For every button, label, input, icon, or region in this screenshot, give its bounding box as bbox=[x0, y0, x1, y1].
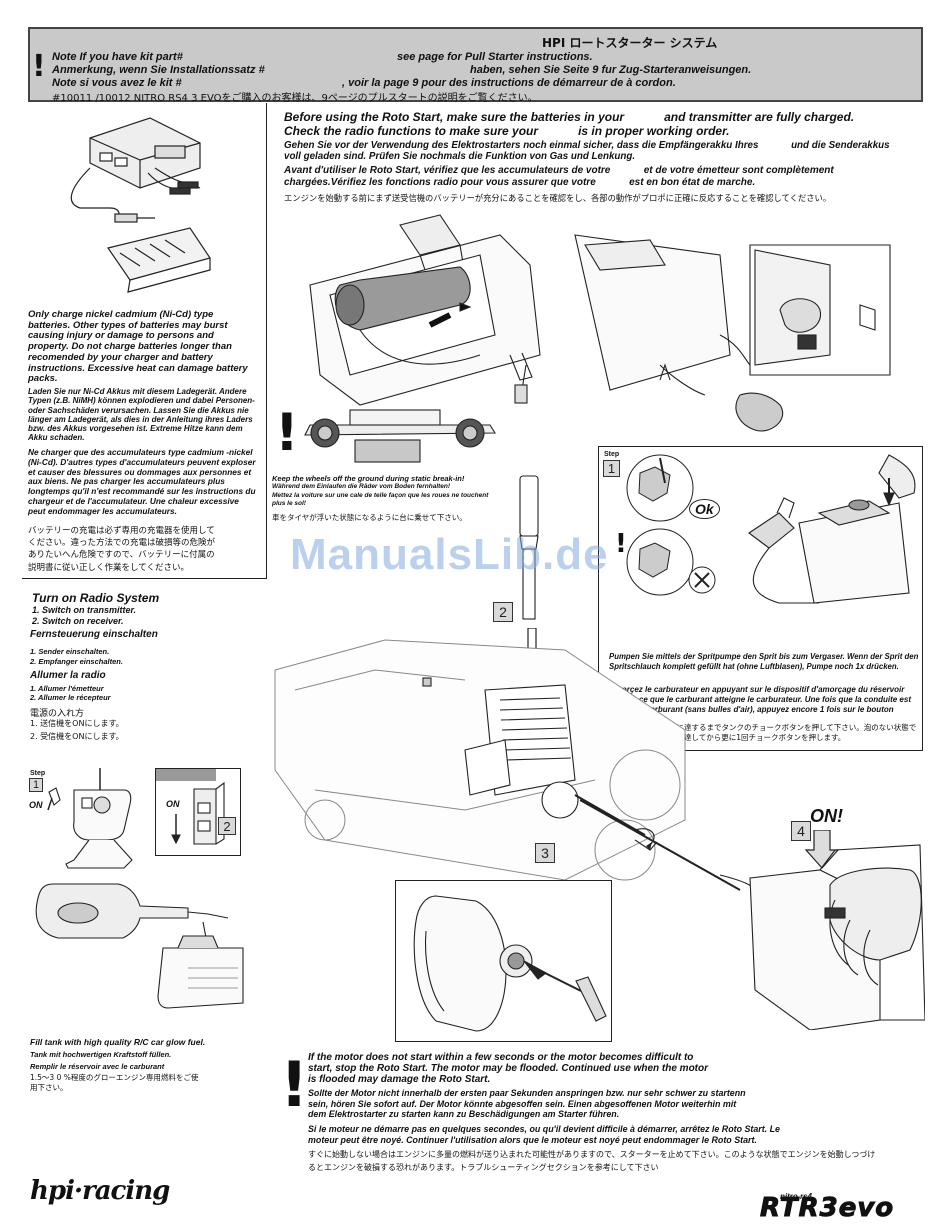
wheels-text-en: Keep the wheels off the ground during st… bbox=[272, 474, 465, 483]
primer-warning-icon: ! bbox=[615, 529, 627, 559]
step-4-badge: 4 bbox=[791, 821, 811, 841]
fuel-text-fr: Remplir le réservoir avec le carburant bbox=[30, 1062, 165, 1071]
car-engine-illustration bbox=[274, 639, 686, 881]
left-section-rule bbox=[22, 578, 267, 579]
battery-warning-en: Only charge nickel cadmium (Ni-Cd) type … bbox=[28, 309, 248, 385]
header-line-2-left: Anmerkung, wenn Sie Installationssatz # bbox=[52, 64, 265, 76]
starter-detail-inset bbox=[395, 880, 612, 1042]
before-text-jp: エンジンを始動する前にまず送受信機のバッテリーが充分にあることを確認をし、各部の… bbox=[284, 193, 832, 203]
before-text-en-1: Before using the Roto Start, make sure t… bbox=[284, 110, 855, 124]
radio-step-1-badge: Step 1 bbox=[29, 770, 45, 794]
roto-start-tool-illustration bbox=[580, 799, 925, 1030]
primer-x-icon bbox=[688, 566, 716, 594]
radio-step-en-2: 2. Switch on receiver. bbox=[32, 616, 124, 626]
transmitter-illustration bbox=[47, 768, 133, 869]
fuel-tank-illustration bbox=[35, 883, 244, 1009]
header-line-3-left: Note si vous avez le kit # bbox=[52, 77, 182, 89]
header-line-2-right: haben, sehen Sie Seite 9 fur Zug-Starter… bbox=[470, 64, 752, 76]
primer-step-label: Step bbox=[604, 451, 620, 458]
primer-text-jp: 燃料がキャブレターに達するまでタンクのチョークボタンを押して下さい。泡のない状態… bbox=[609, 723, 917, 743]
radio-step-de-1: 1. Sender einschalten. bbox=[30, 647, 110, 656]
wheels-warning-icon: ! bbox=[275, 403, 299, 463]
radio-step-jp-2: 2. 受信機をONにします。 bbox=[30, 732, 124, 741]
model-logo: RTR3evo bbox=[759, 1193, 895, 1224]
fuel-text-en: Fill tank with high quality R/C car glow… bbox=[30, 1037, 206, 1047]
fuel-text-de: Tank mit hochwertigen Kraftstoff füllen. bbox=[30, 1050, 172, 1059]
before-text-de: Gehen Sie vor der Verwendung des Elektro… bbox=[284, 140, 893, 163]
step-4-on-label: ON! bbox=[810, 806, 843, 826]
glow-igniter-illustration bbox=[519, 475, 539, 620]
battery-warning-jp: バッテリーの充電は必ず専用の充電器を使用してください。違った方法での充電は破損等… bbox=[28, 526, 216, 573]
left-column-divider bbox=[266, 103, 267, 578]
primer-step-number: 1 bbox=[603, 460, 620, 477]
fuel-primer-illustration bbox=[748, 454, 916, 604]
car-on-stand-illustration bbox=[304, 409, 496, 463]
charger-illustration bbox=[70, 117, 211, 293]
primer-circle-bad bbox=[626, 528, 694, 596]
radio-title-fr: Allumer la radio bbox=[30, 670, 106, 681]
battery-insert-illustration bbox=[309, 214, 541, 406]
step-number: 1 bbox=[29, 778, 43, 792]
radio-step-jp-1: 1. 送信機をONにします。 bbox=[30, 719, 124, 728]
radio-step-de-2: 2. Empfanger einschalten. bbox=[30, 657, 123, 666]
step-3-badge: 3 bbox=[535, 843, 555, 863]
model-logo-small: nitro rs4 bbox=[780, 1192, 813, 1201]
warning-icon: ! bbox=[32, 49, 46, 84]
battery-warning-de: Laden Sie nur Ni-Cd Akkus mit diesem Lad… bbox=[28, 387, 255, 443]
header-notice-box: HPI ロートスターター システム ! Note If you have kit… bbox=[28, 27, 923, 104]
primer-ok-label: Ok bbox=[689, 499, 720, 519]
step-4-down-arrow bbox=[804, 830, 840, 869]
step-label: Step bbox=[30, 770, 46, 777]
header-jp-title: HPI ロートスターター システム bbox=[542, 36, 718, 50]
before-text-en-2: Check the radio functions to make sure y… bbox=[284, 124, 730, 138]
watermark: ManualsLib.de bbox=[290, 530, 609, 579]
header-jp-line: #10011 /10012 NITRO RS4 3 EVOをご購入のお客様は、9… bbox=[52, 93, 538, 104]
radio-on-label-1: ON bbox=[29, 800, 43, 810]
radio-step-en-1: 1. Switch on transmitter. bbox=[32, 605, 137, 615]
wheels-text-jp: 車をタイヤが浮いた状態になるように台に乗せて下さい。 bbox=[272, 513, 467, 522]
step-2-badge: 2 bbox=[493, 602, 513, 622]
primer-box: Step 1 Ok ! Pumpen Sie mittels der Sprit… bbox=[598, 446, 923, 751]
radio-title-jp: 電源の入れ方 bbox=[30, 709, 85, 719]
radio-title-en: Turn on Radio System bbox=[32, 591, 160, 605]
primer-text-de: Pumpen Sie mittels der Spritpumpe den Sp… bbox=[609, 652, 919, 671]
wheels-text-fr: Mettez la voiture sur une cale de telle … bbox=[272, 492, 489, 507]
motor-text-de: Sollte der Motor nicht innerhalb der ers… bbox=[308, 1088, 746, 1120]
motor-text-jp: すぐに始動しない場合はエンジンに多量の燃料が送り込まれた可能性がありますので、ス… bbox=[308, 1150, 876, 1172]
radio-step-fr-1: 1. Allumer l'émetteur bbox=[30, 684, 104, 693]
wheels-text-de: Während dem Einlaufen die Räder vom Bode… bbox=[272, 483, 451, 490]
radio-title-de: Fernsteuerung einschalten bbox=[30, 629, 158, 640]
motor-warning-icon: ! bbox=[280, 1048, 309, 1121]
primer-circle-ok bbox=[626, 454, 694, 522]
battery-warning-fr: Ne charger que des accumulateurs type ca… bbox=[28, 447, 256, 516]
radio-on-label-2: ON bbox=[166, 799, 180, 809]
receiver-switch-illustration: ON 2 bbox=[155, 768, 241, 856]
battery-plug-illustration bbox=[574, 234, 891, 432]
header-line-3-right: , voir la page 9 pour des instructions d… bbox=[342, 77, 676, 89]
radio-step-fr-2: 2. Allumer le récepteur bbox=[30, 693, 111, 702]
before-text-fr: Avant d'utiliser le Roto Start, vérifiez… bbox=[284, 165, 837, 188]
motor-text-en: If the motor does not start within a few… bbox=[308, 1052, 709, 1086]
header-line-1-right: see page for Pull Starter instructions. bbox=[397, 51, 593, 63]
header-line-1-left: Note If you have kit part# bbox=[52, 51, 183, 63]
brand-logo: hpi·racing bbox=[30, 1176, 170, 1206]
radio-step-2-badge: 2 bbox=[218, 817, 236, 835]
fuel-text-jp: 1.5～3 0 %程度のグローエンジン専用燃料をご使用下さい。 bbox=[30, 1073, 199, 1092]
motor-text-fr: Si le moteur ne démarre pas en quelques … bbox=[308, 1124, 780, 1145]
